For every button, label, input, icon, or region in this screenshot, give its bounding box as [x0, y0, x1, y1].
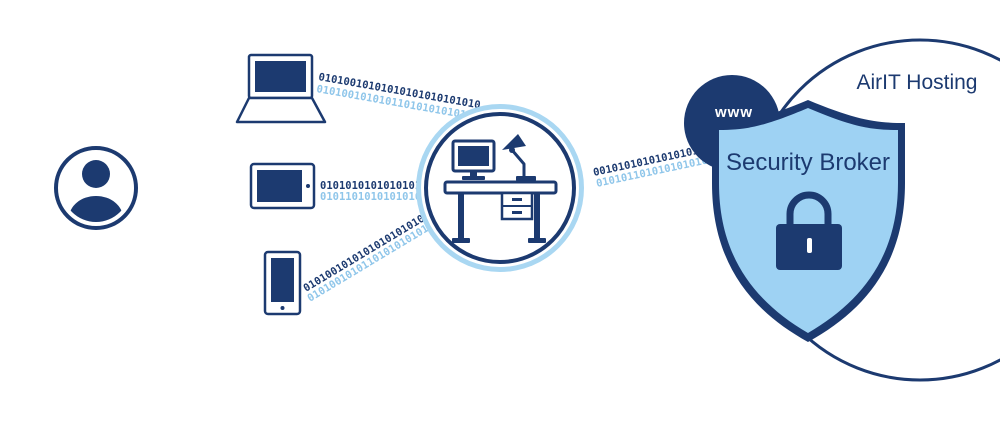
- broker-label: Security Broker: [726, 149, 890, 176]
- tablet-data-stream: 01010101010101010 010110101010101001: [320, 180, 434, 203]
- phone-stream-light: 010100101011010101010101: [305, 216, 441, 304]
- security-shield-icon: Security Broker: [712, 100, 905, 342]
- tablet-icon: [249, 162, 316, 210]
- laptop-icon: [235, 53, 327, 124]
- tablet-stream-light: 010110101010101001: [320, 191, 434, 203]
- lock-icon: [776, 191, 842, 270]
- tablet-stream-dark: 01010101010101010: [320, 180, 427, 192]
- laptop-data-stream: 01010010101010101010101010 0101001010101…: [315, 71, 481, 122]
- hosting-label: AirIT Hosting: [857, 71, 978, 94]
- workstation-icon: [416, 104, 584, 272]
- user-icon: [54, 146, 138, 230]
- smartphone-icon: [263, 250, 302, 316]
- www-label: www: [714, 104, 753, 121]
